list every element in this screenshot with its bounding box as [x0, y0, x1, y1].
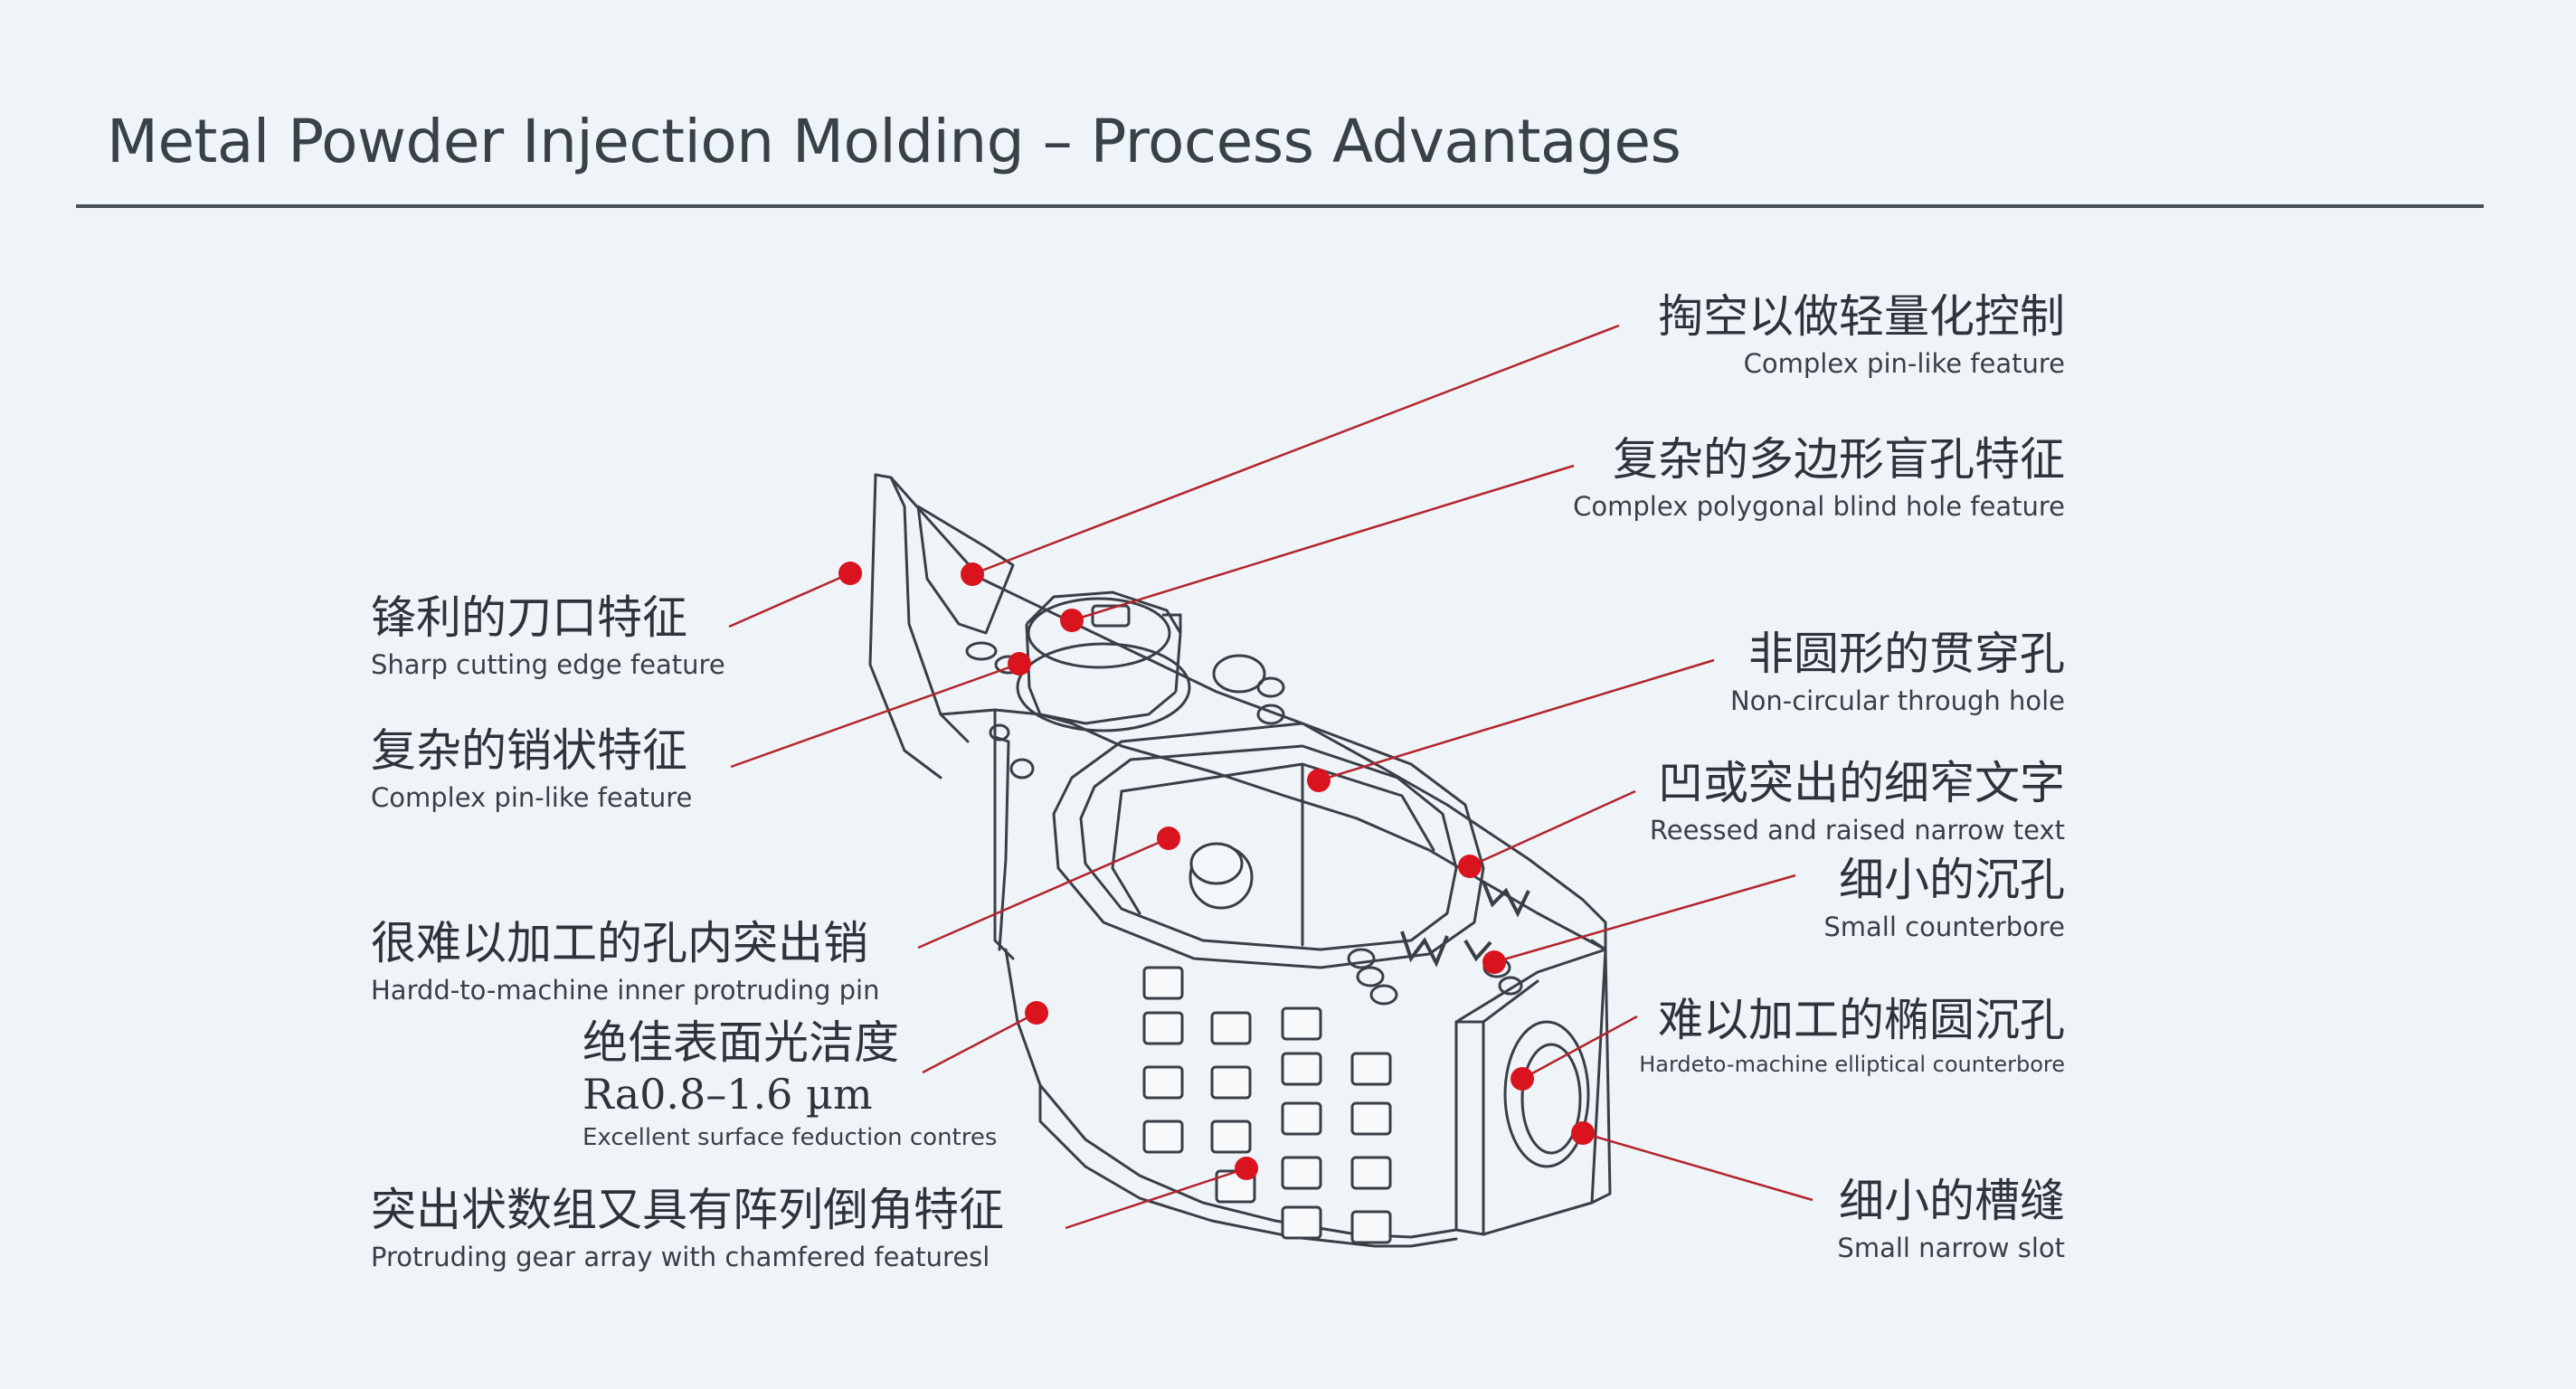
marker-gear-array	[1235, 1157, 1258, 1180]
label-zh: 复杂的多边形盲孔特征	[1613, 433, 2065, 486]
label-polygonal-blind-hole: 复杂的多边形盲孔特征 Complex polygonal blind hole …	[1573, 433, 2065, 524]
label-elliptical-counterbore: 难以加工的椭圆沉孔 Hardeto-machine elliptical cou…	[1639, 994, 2065, 1079]
label-zh: 凹或突出的细窄文字	[1658, 757, 2065, 809]
label-zh: 细小的沉孔	[1839, 854, 2065, 906]
marker-polygonal-blind-hole	[1060, 609, 1084, 632]
label-small-counterbore: 细小的沉孔 Small counterbore	[1823, 854, 2065, 944]
label-en: Sharp cutting edge feature	[371, 648, 725, 680]
label-zh: 绝佳表面光洁度	[582, 1016, 899, 1069]
label-en: Complex polygonal blind hole feature	[1573, 490, 2065, 522]
label-hollowed-lightweight: 掏空以做轻量化控制 Complex pin-like feature	[1658, 290, 2065, 381]
marker-narrow-text	[1458, 855, 1482, 878]
label-en: Excellent surface feduction contres	[582, 1123, 998, 1151]
label-narrow-text: 凹或突出的细窄文字 Reessed and raised narrow text	[1649, 757, 2065, 847]
label-non-circular-through-hole: 非圆形的贯穿孔 Non-circular through hole	[1730, 628, 2065, 718]
leader-lines	[728, 324, 1814, 1230]
marker-elliptical-counterbore	[1511, 1067, 1534, 1091]
label-zh: 掏空以做轻量化控制	[1658, 290, 2065, 343]
marker-inner-pin	[1157, 827, 1180, 850]
label-pin-like-feature: 复杂的销状特征 Complex pin-like feature	[371, 724, 693, 815]
label-en: Non-circular through hole	[1729, 685, 2065, 716]
inner-pin	[1189, 842, 1254, 910]
label-gear-array: 突出状数组又具有阵列倒角特征 Protruding gear array wit…	[371, 1184, 1004, 1274]
marker-counterbore	[1482, 950, 1506, 974]
small-holes	[965, 641, 1523, 1006]
label-zh: 复杂的销状特征	[371, 724, 687, 777]
marker-through-hole	[1307, 769, 1331, 792]
label-zh: 突出状数组又具有阵列倒角特征	[371, 1184, 1004, 1236]
raised-text	[1400, 881, 1530, 968]
label-en: Complex pin-like feature	[371, 781, 693, 813]
marker-hollowed	[961, 562, 984, 586]
marker-narrow-slot	[1571, 1121, 1595, 1145]
label-inner-protruding-pin: 很难以加工的孔内突出销 Hardd-to-machine inner protr…	[371, 917, 880, 1007]
label-zh: 很难以加工的孔内突出销	[371, 917, 868, 969]
label-roughness: Ra0.8–1.6 µm	[582, 1069, 873, 1119]
pin-feature	[1016, 591, 1191, 732]
page-title: Metal Powder Injection Molding – Process…	[107, 107, 1681, 176]
elliptical-counterbore	[1503, 1020, 1590, 1168]
label-en: Protruding gear array with chamfered fea…	[371, 1241, 990, 1272]
label-zh: 难以加工的椭圆沉孔	[1658, 994, 2065, 1046]
label-en: Hardd-to-machine inner protruding pin	[371, 974, 880, 1006]
marker-sharp-edge	[838, 562, 862, 585]
label-en: Small counterbore	[1823, 911, 2065, 942]
label-surface-finish: 绝佳表面光洁度 Ra0.8–1.6 µm Excellent surface f…	[582, 1016, 998, 1153]
label-en: Hardeto-machine elliptical counterbore	[1639, 1051, 2065, 1077]
label-en: Complex pin-like feature	[1743, 347, 2065, 379]
label-zh: 非圆形的贯穿孔	[1748, 628, 2065, 680]
marker-pin-feature	[1008, 652, 1031, 676]
feature-markers	[838, 562, 1595, 1180]
label-narrow-slot: 细小的槽缝 Small narrow slot	[1837, 1175, 2065, 1265]
title-divider	[76, 204, 2484, 208]
label-en: Reessed and raised narrow text	[1649, 814, 2065, 846]
label-zh: 细小的槽缝	[1839, 1175, 2065, 1227]
label-sharp-cutting-edge: 锋利的刀口特征 Sharp cutting edge feature	[371, 591, 725, 682]
label-zh: 锋利的刀口特征	[371, 591, 687, 644]
marker-surface-finish	[1025, 1001, 1048, 1025]
protruding-array	[1142, 966, 1392, 1244]
label-en: Small narrow slot	[1837, 1232, 2065, 1263]
